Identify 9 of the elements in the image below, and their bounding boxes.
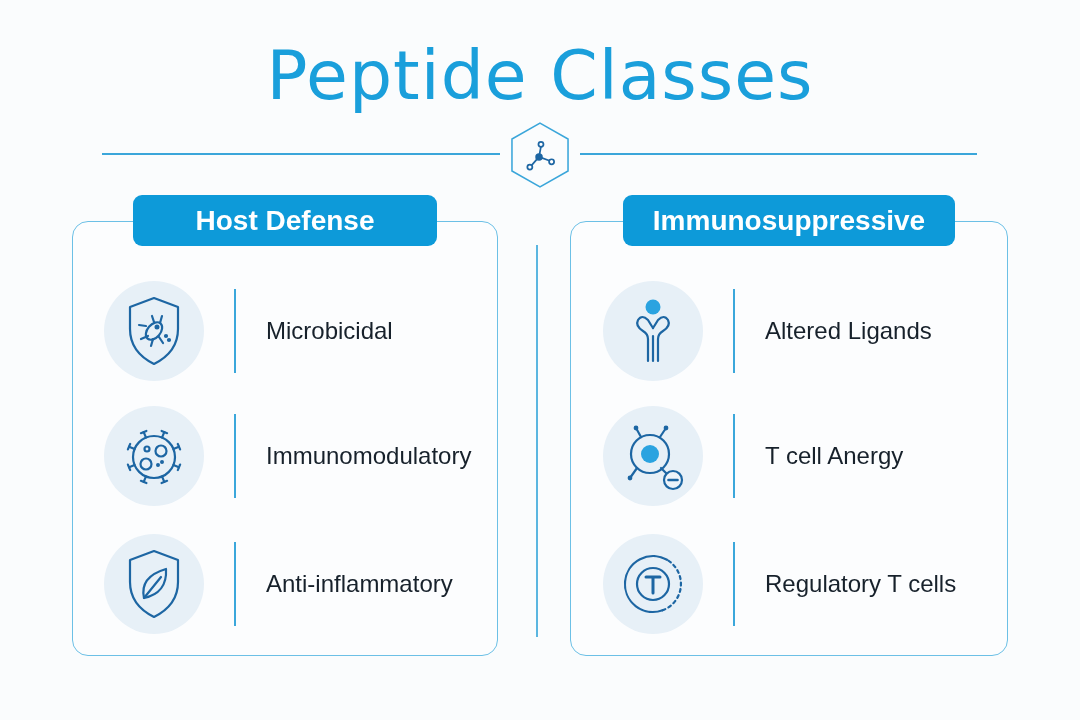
item-label: Anti-inflammatory bbox=[266, 570, 453, 598]
item-label: Altered Ligands bbox=[765, 317, 932, 345]
heading-tab: Host Defense bbox=[133, 195, 437, 246]
item-label: Immunomodulatory bbox=[266, 442, 472, 470]
item-label: Regulatory T cells bbox=[765, 570, 957, 598]
heading-tab: Immunosuppressive bbox=[623, 195, 955, 246]
item-label: T cell Anergy bbox=[765, 442, 904, 470]
item-label: Microbicidal bbox=[266, 317, 393, 345]
page-title: Peptide Classes bbox=[266, 36, 814, 116]
